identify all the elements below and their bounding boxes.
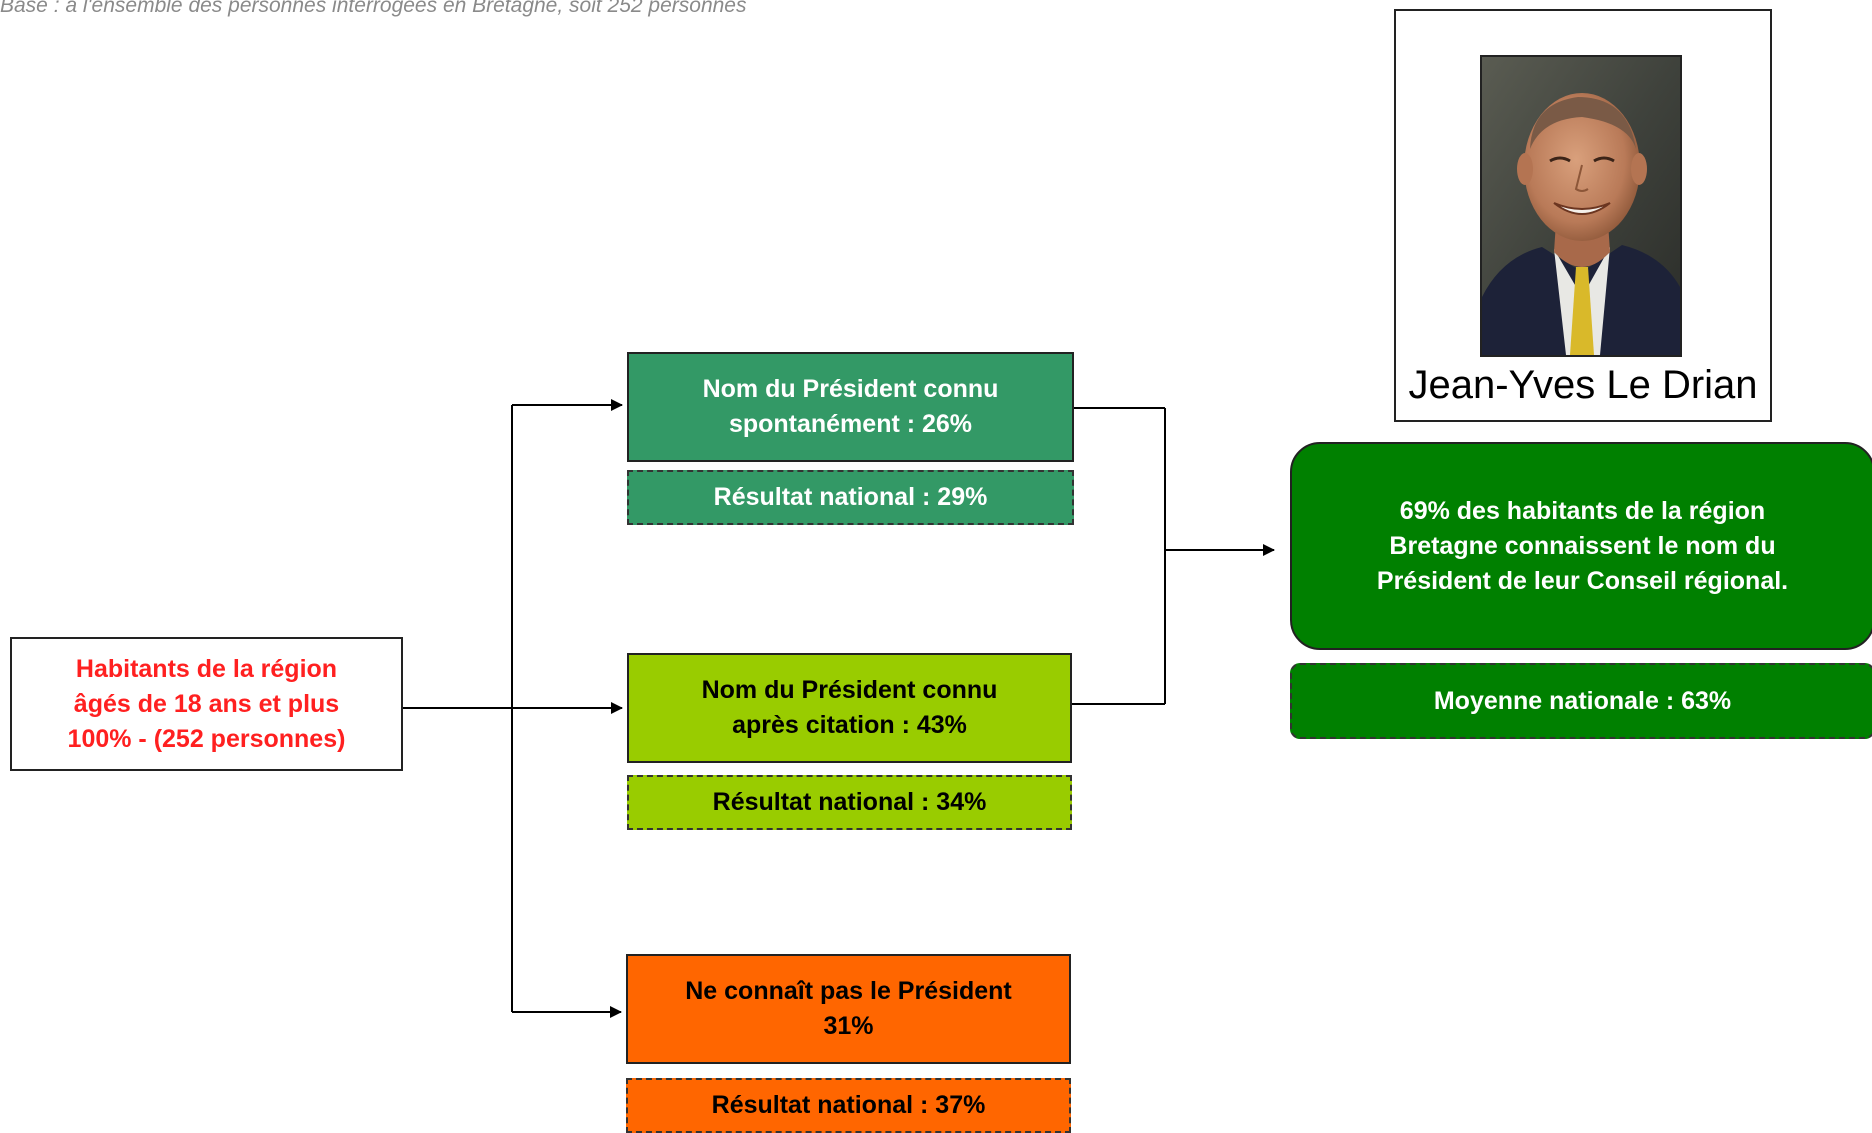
- spontaneous-box: Nom du Président connu spontanément : 26…: [627, 352, 1074, 462]
- unknown-box: Ne connaît pas le Président 31%: [626, 954, 1071, 1064]
- total-national-box: Moyenne nationale : 63%: [1290, 663, 1872, 739]
- source-line-1: Habitants de la région: [75, 654, 338, 683]
- spontaneous-national-text: Résultat national : 29%: [713, 483, 988, 511]
- unknown-line-1: Ne connaît pas le Président: [685, 977, 1012, 1005]
- after-citation-national-text: Résultat national : 34%: [712, 788, 987, 816]
- after-citation-national-box: Résultat national : 34%: [627, 775, 1072, 830]
- spontaneous-line-2: spontanément : 26%: [728, 410, 973, 438]
- portrait-photo: [1480, 55, 1682, 357]
- spontaneous-national-box: Résultat national : 29%: [627, 470, 1074, 525]
- source-line-3: 100% - (252 personnes): [67, 724, 346, 753]
- source-line-2: âgés de 18 ans et plus: [73, 689, 340, 718]
- portrait-illustration: [1482, 57, 1680, 355]
- unknown-national-box: Résultat national : 37%: [626, 1078, 1071, 1133]
- total-awareness-box: 69% des habitants de la région Bretagne …: [1290, 442, 1872, 650]
- total-line-1: 69% des habitants de la région: [1399, 496, 1766, 525]
- portrait-caption: Jean-Yves Le Drian: [1408, 363, 1758, 407]
- after-citation-box: Nom du Président connu après citation : …: [627, 653, 1072, 763]
- spontaneous-line-1: Nom du Président connu: [702, 375, 999, 403]
- base-note: Base : à l'ensemble des personnes interr…: [0, 0, 747, 17]
- total-national-text: Moyenne nationale : 63%: [1433, 686, 1732, 715]
- portrait-frame: Jean-Yves Le Drian: [1394, 9, 1772, 422]
- after-citation-line-1: Nom du Président connu: [701, 676, 998, 704]
- source-population-box: Habitants de la région âgés de 18 ans et…: [10, 637, 403, 771]
- total-line-2: Bretagne connaissent le nom du: [1389, 531, 1776, 560]
- unknown-line-2: 31%: [823, 1012, 874, 1040]
- after-citation-line-2: après citation : 43%: [732, 711, 967, 739]
- total-line-3: Président de leur Conseil régional.: [1376, 566, 1789, 595]
- unknown-national-text: Résultat national : 37%: [711, 1091, 986, 1119]
